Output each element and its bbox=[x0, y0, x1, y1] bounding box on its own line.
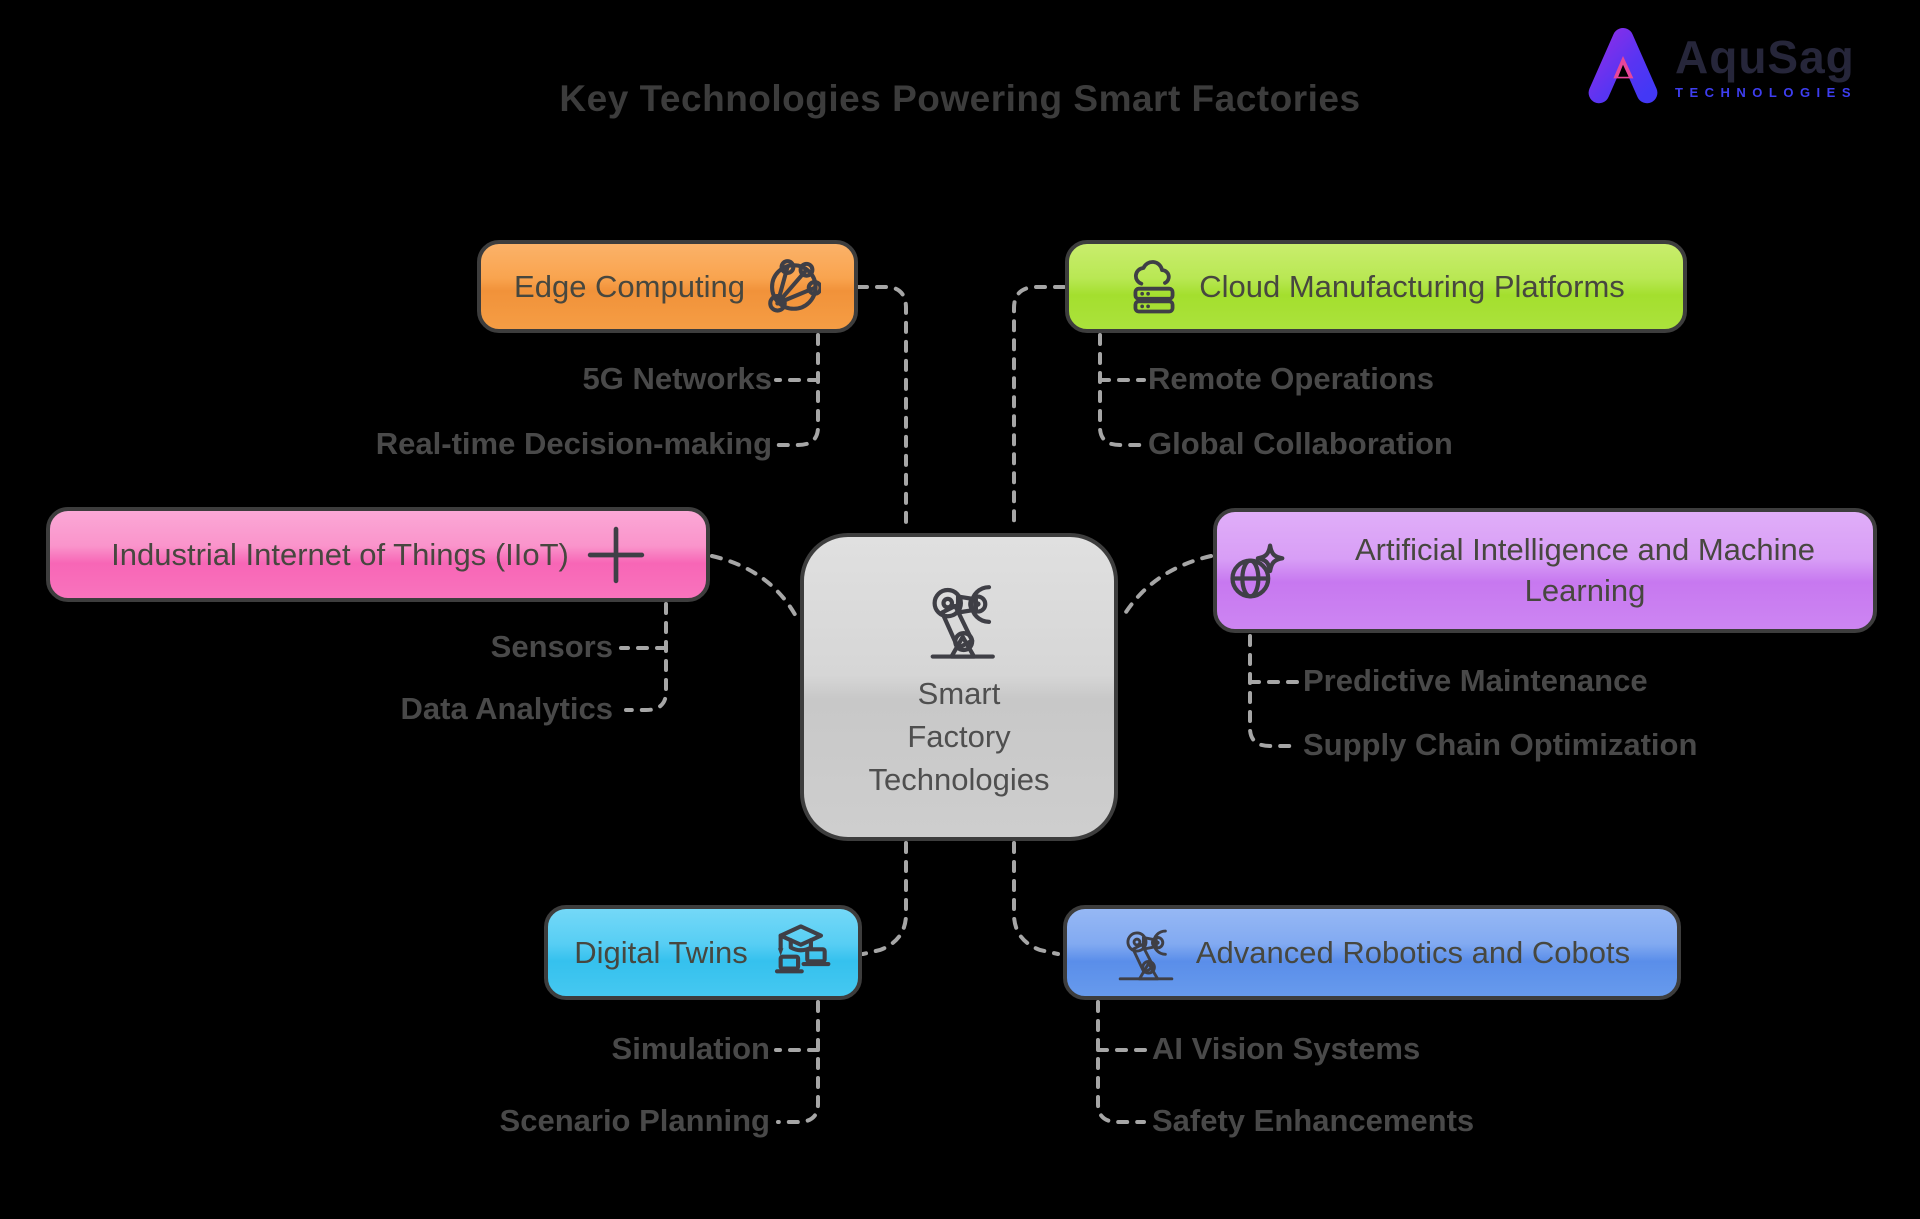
robot-arm-icon bbox=[914, 574, 1004, 666]
grad-cap-laptops-icon bbox=[766, 922, 832, 984]
node-ai-label: Artificial Intelligence and Machine Lear… bbox=[1354, 531, 1816, 608]
node-twins-label: Digital Twins bbox=[574, 934, 748, 970]
plus-icon bbox=[587, 526, 645, 584]
node-iiot-label: Industrial Internet of Things (IIoT) bbox=[111, 536, 569, 572]
leaf-safety-enhancements: Safety Enhancements bbox=[1152, 1103, 1475, 1138]
cloud-server-icon bbox=[1127, 256, 1181, 318]
leaf-scenario-planning: Scenario Planning bbox=[499, 1103, 770, 1138]
robot-arm-icon bbox=[1114, 922, 1178, 984]
globe-sparkle-icon bbox=[1225, 539, 1287, 603]
leaf-realtime-decision-making: Real-time Decision-making bbox=[375, 426, 772, 461]
node-ai-machine-learning: Artificial Intelligence and Machine Lear… bbox=[1213, 508, 1877, 633]
leaf-5g-networks: 5G Networks bbox=[582, 361, 772, 396]
node-cloud-manufacturing-platforms: Cloud Manufacturing Platforms bbox=[1065, 240, 1687, 333]
logo-name: AquSag bbox=[1675, 31, 1855, 83]
aqusag-wordmark: AquSag TECHNOLOGIES bbox=[1675, 34, 1857, 99]
edge-network-icon bbox=[763, 256, 821, 318]
central-line-2: Factory bbox=[907, 718, 1011, 754]
node-robots-label: Advanced Robotics and Cobots bbox=[1195, 934, 1631, 970]
node-industrial-internet-of-things: Industrial Internet of Things (IIoT) bbox=[46, 507, 710, 602]
leaf-simulation: Simulation bbox=[611, 1031, 770, 1066]
leaf-remote-operations: Remote Operations bbox=[1148, 361, 1434, 396]
node-edge-label: Edge Computing bbox=[514, 268, 745, 304]
page-title: Key Technologies Powering Smart Factorie… bbox=[559, 78, 1361, 119]
node-cloud-label: Cloud Manufacturing Platforms bbox=[1199, 268, 1625, 304]
node-edge-computing: Edge Computing bbox=[477, 240, 858, 333]
leaf-global-collaboration: Global Collaboration bbox=[1148, 426, 1453, 461]
leaf-data-analytics: Data Analytics bbox=[400, 691, 614, 726]
central-line-1: Smart bbox=[917, 675, 1001, 711]
leaf-ai-vision-systems: AI Vision Systems bbox=[1152, 1031, 1421, 1066]
central-node-label: Smart Factory Technologies bbox=[869, 672, 1050, 801]
aqusag-logo: AquSag TECHNOLOGIES bbox=[1583, 22, 1857, 111]
node-digital-twins: Digital Twins bbox=[544, 905, 862, 1000]
leaf-sensors: Sensors bbox=[490, 629, 613, 664]
central-line-3: Technologies bbox=[868, 761, 1050, 797]
leaf-supply-chain-optimization: Supply Chain Optimization bbox=[1303, 727, 1698, 762]
node-smart-factory-technologies: Smart Factory Technologies bbox=[800, 533, 1118, 841]
logo-subtitle: TECHNOLOGIES bbox=[1675, 85, 1858, 100]
node-advanced-robotics-cobots: Advanced Robotics and Cobots bbox=[1063, 905, 1681, 1000]
aqusag-logo-icon bbox=[1583, 22, 1663, 111]
leaf-predictive-maintenance: Predictive Maintenance bbox=[1303, 663, 1648, 698]
